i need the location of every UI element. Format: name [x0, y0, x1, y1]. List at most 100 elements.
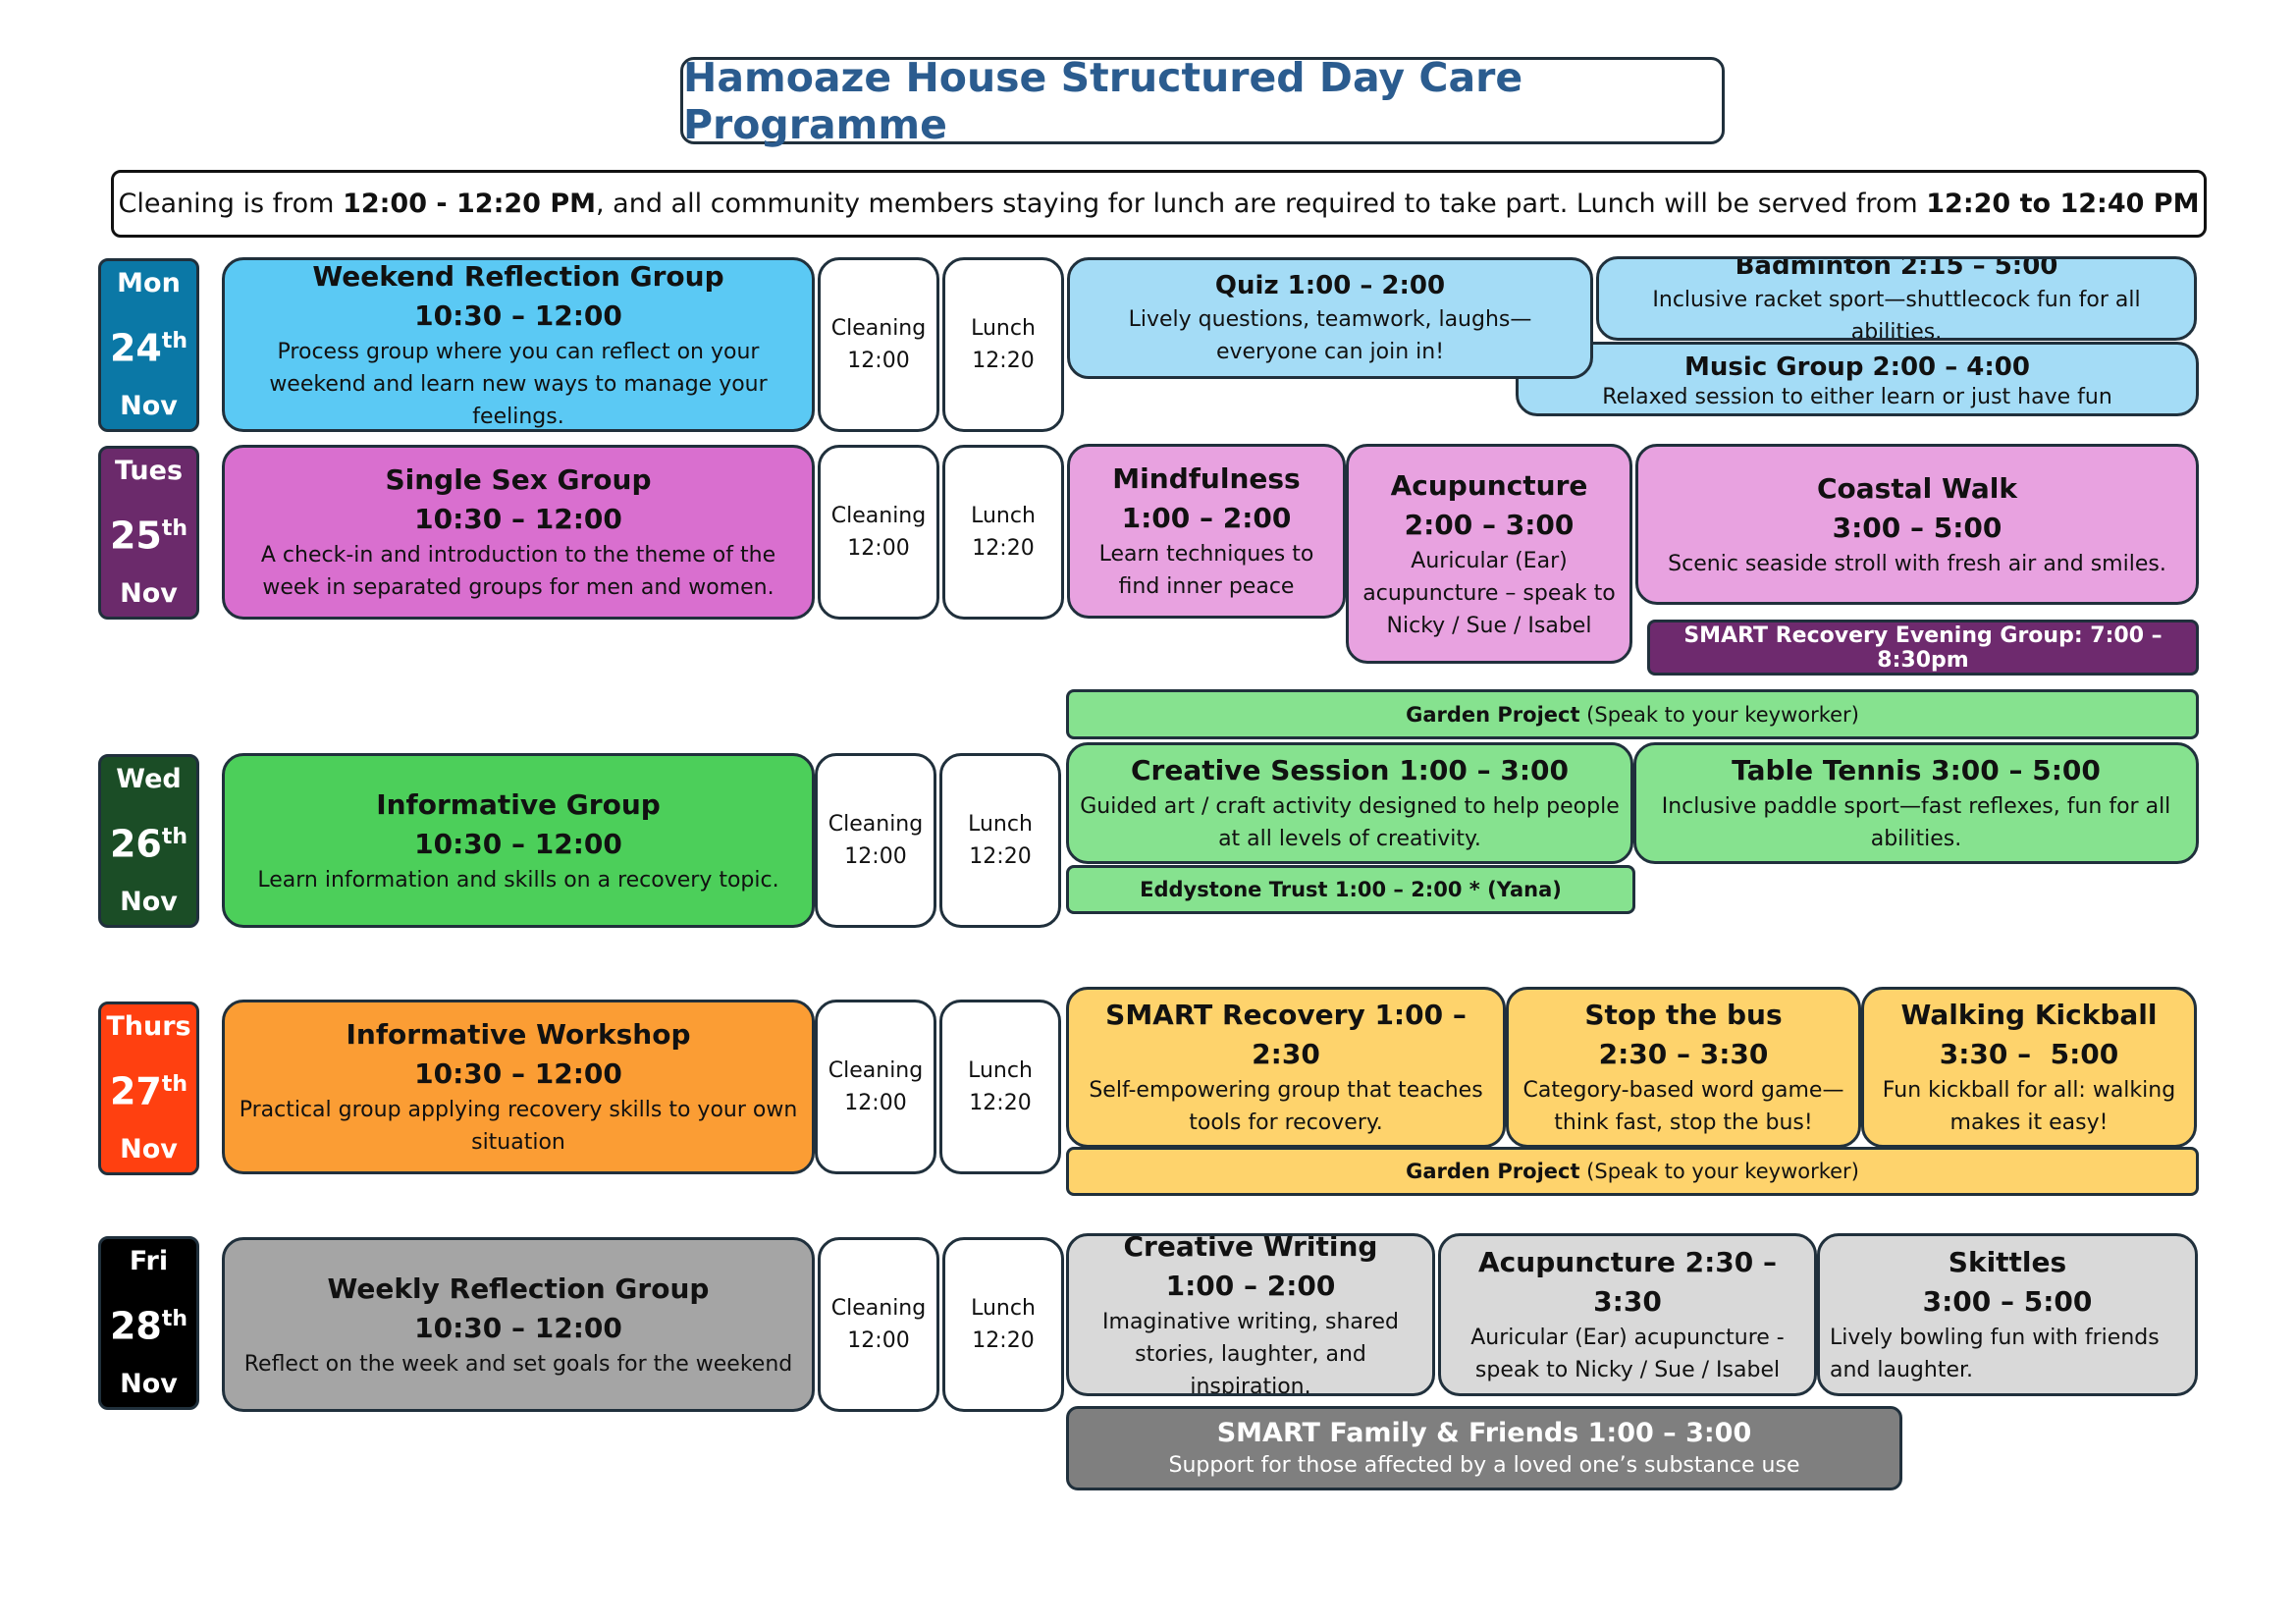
session-title: Table Tennis 3:00 – 5:00 — [1732, 754, 2101, 786]
session-desc: Lively questions, teamwork, laughs—every… — [1128, 307, 1532, 364]
session-time: 3:30 – 5:00 — [1939, 1038, 2119, 1070]
session-desc: Auricular (Ear) acupuncture – speak to N… — [1362, 548, 1616, 638]
session-desc: Auricular (Ear) acupuncture - speak to N… — [1470, 1326, 1785, 1382]
session-title: Informative Workshop — [346, 1018, 691, 1051]
day-date: 28th — [109, 1304, 188, 1348]
fri-creative-writing: Creative Writing 1:00 – 2:00 Imaginative… — [1066, 1233, 1435, 1396]
session-title: Informative Group — [376, 787, 661, 821]
session-desc: Guided art / craft activity designed to … — [1080, 794, 1620, 851]
session-title: Music Group 2:00 – 4:00 — [1684, 352, 2030, 382]
session-title: SMART Family & Friends 1:00 – 3:00 — [1216, 1418, 1752, 1448]
session-title: Creative Session 1:00 – 3:00 — [1130, 754, 1569, 786]
mon-quiz: Quiz 1:00 – 2:00 Lively questions, teamw… — [1067, 257, 1593, 379]
wed-creative-session: Creative Session 1:00 – 3:00 Guided art … — [1066, 742, 1633, 864]
session-desc: Inclusive paddle sport—fast reflexes, fu… — [1661, 794, 2171, 851]
session-desc: Scenic seaside stroll with fresh air and… — [1668, 551, 2166, 576]
session-title: Single Sex Group — [385, 463, 652, 496]
session-desc: Learn information and skills on a recove… — [257, 867, 779, 893]
session-time: 10:30 – 12:00 — [414, 503, 622, 535]
tue-smart-evening-group: SMART Recovery Evening Group: 7:00 – 8:3… — [1647, 620, 2199, 676]
tue-mindfulness: Mindfulness 1:00 – 2:00 Learn techniques… — [1067, 444, 1346, 619]
session-desc: Lively bowling fun with friends and laug… — [1830, 1326, 2160, 1382]
tue-main-session: Single Sex Group 10:30 – 12:00 A check-i… — [222, 445, 815, 620]
thu-stop-the-bus: Stop the bus 2:30 – 3:30 Category-based … — [1506, 987, 1861, 1148]
session-time: 10:30 – 12:00 — [414, 1311, 622, 1344]
thu-garden-project: Garden Project (Speak to your keyworker) — [1066, 1147, 2199, 1196]
day-date: 24th — [109, 326, 188, 370]
mon-badminton: Badminton 2:15 – 5:00 Inclusive racket s… — [1596, 256, 2197, 341]
page-title: Hamoaze House Structured Day Care Progra… — [683, 53, 1523, 148]
day-month: Nov — [120, 1134, 178, 1164]
day-month: Nov — [120, 391, 178, 421]
day-month: Nov — [120, 887, 178, 917]
session-title: Walking Kickball — [1900, 999, 2158, 1031]
session-title: Weekly Reflection Group — [327, 1272, 710, 1305]
session-desc: Reflect on the week and set goals for th… — [243, 1351, 793, 1377]
session-title: Acupuncture 2:30 – 3:30 — [1478, 1246, 1777, 1318]
wed-main-session: Informative Group 10:30 – 12:00 Learn in… — [222, 753, 815, 928]
session-title: Badminton 2:15 – 5:00 — [1735, 256, 2058, 281]
session-desc: Process group where you can reflect on y… — [269, 339, 768, 429]
session-desc: Imaginative writing, shared stories, lau… — [1102, 1309, 1399, 1396]
session-desc: Category-based word game—think fast, sto… — [1522, 1078, 1844, 1135]
thu-smart-recovery: SMART Recovery 1:00 – 2:30 Self-empoweri… — [1066, 987, 1506, 1148]
day-name: Wed — [116, 764, 182, 794]
session-title: Stop the bus — [1584, 999, 1783, 1031]
day-label-wed: Wed 26th Nov — [98, 754, 199, 928]
tue-coastal-walk: Coastal Walk 3:00 – 5:00 Scenic seaside … — [1635, 444, 2199, 605]
tue-acupuncture: Acupuncture 2:00 – 3:00 Auricular (Ear) … — [1346, 444, 1632, 664]
session-desc: Inclusive racket sport—shuttlecock fun f… — [1652, 288, 2141, 341]
fri-main-session: Weekly Reflection Group 10:30 – 12:00 Re… — [222, 1237, 815, 1412]
wed-garden-project: Garden Project (Speak to your keyworker) — [1066, 689, 2199, 739]
day-label-tue: Tues 25th Nov — [98, 446, 199, 620]
session-title: Skittles — [1948, 1246, 2067, 1278]
session-time: 10:30 – 12:00 — [414, 827, 622, 860]
day-name: Mon — [117, 268, 181, 298]
session-time: 10:30 – 12:00 — [414, 298, 622, 332]
thu-main-session: Informative Workshop 10:30 – 12:00 Pract… — [222, 1000, 815, 1174]
fri-acupuncture: Acupuncture 2:30 – 3:30 Auricular (Ear) … — [1438, 1233, 1817, 1396]
mon-main-session: Weekend Reflection Group 10:30 – 12:00 P… — [222, 257, 815, 432]
session-time: 2:00 – 3:00 — [1404, 508, 1575, 541]
session-time: 3:00 – 5:00 — [1832, 511, 2002, 544]
session-desc: Support for those affected by a loved on… — [1168, 1453, 1800, 1478]
session-title: Quiz 1:00 – 2:00 — [1214, 271, 1446, 300]
notice-text-2: , and all community members staying for … — [596, 189, 1927, 219]
mon-music-group: Music Group 2:00 – 4:00 Relaxed session … — [1516, 342, 2199, 416]
fri-skittles: Skittles 3:00 – 5:00 Lively bowling fun … — [1817, 1233, 2198, 1396]
day-date: 26th — [109, 822, 188, 866]
session-time: 10:30 – 12:00 — [414, 1057, 622, 1090]
day-month: Nov — [120, 578, 178, 609]
day-name: Tues — [114, 456, 184, 486]
day-label-thu: Thurs 27th Nov — [98, 1001, 199, 1175]
session-time: 2:30 – 3:30 — [1598, 1038, 1769, 1070]
session-desc: Learn techniques to find inner peace — [1098, 542, 1314, 599]
day-label-fri: Fri 28th Nov — [98, 1236, 199, 1410]
wed-eddystone-trust: Eddystone Trust 1:00 – 2:00 * (Yana) — [1066, 865, 1635, 914]
session-time: 3:00 – 5:00 — [1922, 1285, 2093, 1318]
session-desc: Self-empowering group that teaches tools… — [1089, 1078, 1483, 1135]
thu-walking-kickball: Walking Kickball 3:30 – 5:00 Fun kickbal… — [1861, 987, 2197, 1148]
wed-table-tennis: Table Tennis 3:00 – 5:00 Inclusive paddl… — [1633, 742, 2199, 864]
day-name: Fri — [129, 1246, 169, 1276]
session-desc: A check-in and introduction to the theme… — [260, 543, 776, 600]
day-name: Thurs — [106, 1011, 191, 1042]
day-date: 25th — [109, 514, 188, 558]
fri-smart-family-friends: SMART Family & Friends 1:00 – 3:00 Suppo… — [1066, 1406, 1902, 1490]
session-desc: Fun kickball for all: walking makes it e… — [1882, 1078, 2176, 1135]
day-month: Nov — [120, 1369, 178, 1399]
session-time: 1:00 – 2:00 — [1165, 1269, 1336, 1302]
session-title: Creative Writing — [1123, 1233, 1378, 1263]
session-time: 1:00 – 2:00 — [1121, 502, 1292, 534]
session-desc: Relaxed session to either learn or just … — [1602, 385, 2112, 409]
session-title: SMART Recovery 1:00 – 2:30 — [1105, 999, 1467, 1070]
